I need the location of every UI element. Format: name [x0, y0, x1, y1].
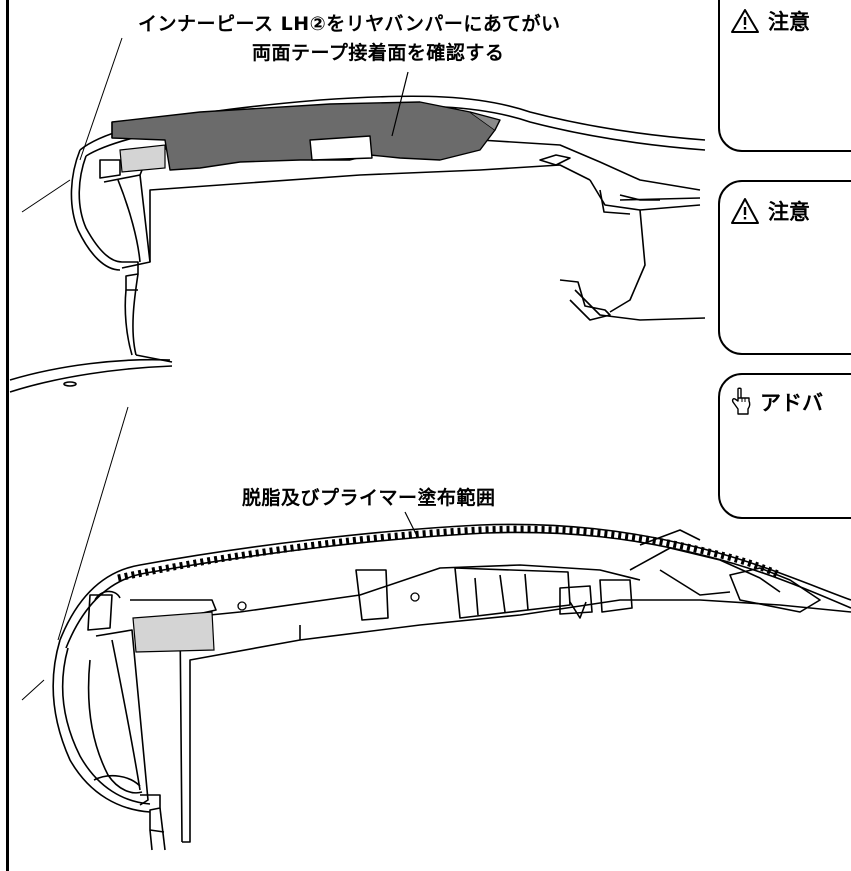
top-shade-pad: [119, 144, 166, 173]
bottom-shade-pad: [132, 611, 215, 653]
bottom-caption: 脱脂及びプライマー塗布範囲: [242, 487, 496, 509]
top-bumper-drawing: [9, 37, 706, 393]
warning-triangle-icon: [730, 8, 760, 34]
caution-note-box-2: 注意: [718, 180, 851, 355]
top-caption-line-2: 両面テープ接着面を確認する: [252, 42, 505, 64]
advice-note-header: アドバ: [730, 387, 823, 417]
caution-note-header-2: 注意: [730, 196, 810, 226]
caution-note-header-1: 注意: [730, 6, 810, 36]
caution-label-1: 注意: [768, 10, 810, 34]
warning-triangle-icon: [730, 197, 760, 225]
advice-note-box: アドバ: [718, 373, 851, 519]
caution-label-2: 注意: [768, 200, 810, 224]
inner-piece-lh2: [111, 101, 501, 171]
primer-application-band: [117, 525, 782, 582]
bottom-callout-line: [404, 511, 419, 539]
pointing-hand-icon: [730, 387, 752, 417]
page-left-border: [6, 0, 9, 871]
top-caption-line-1: インナーピース LH②をリヤバンパーにあてがい: [138, 13, 561, 35]
caution-note-box-1: 注意: [718, 0, 851, 152]
top-callout-line: [391, 71, 409, 137]
advice-label: アドバ: [760, 391, 823, 415]
